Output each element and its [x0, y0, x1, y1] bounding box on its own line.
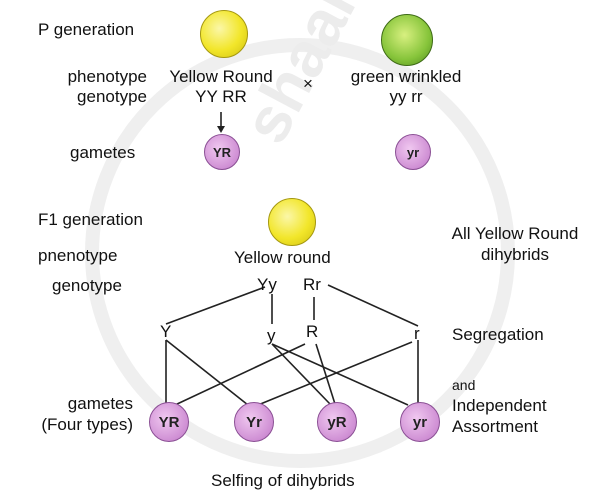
arrow-head: [217, 126, 225, 133]
segregation-label: Segregation: [452, 325, 544, 344]
four-types-label: (Four types): [41, 415, 133, 434]
line-R-to-yR: [315, 343, 336, 405]
allele-Y: Y: [160, 322, 172, 341]
f1-genotype-Rr: Rr: [303, 275, 321, 294]
genotype-label: genotype: [77, 87, 147, 106]
line-y-to-yr: [271, 343, 409, 406]
f1-genotype-Yy: Yy: [257, 275, 277, 294]
assortment-label: Assortment: [452, 417, 538, 436]
line-r-to-Yr: [257, 341, 413, 406]
f1-yellow-pea-icon: [268, 198, 316, 246]
line-yy-to-Y: [165, 286, 266, 325]
gamete-Yr: Yr: [234, 402, 274, 442]
line-rr-to-r: [327, 284, 419, 327]
green-wrinkled-pea-icon: [381, 14, 433, 66]
gamete-yr-parent: yr: [395, 134, 431, 170]
yellow-round-genotype: YY RR: [195, 87, 247, 106]
green-wrinkled-phenotype: green wrinkled: [350, 67, 462, 86]
line-Y-to-Yr: [165, 339, 249, 406]
independent-label: Independent: [452, 396, 547, 415]
allele-r: r: [414, 324, 420, 343]
green-wrinkled-genotype: yy rr: [389, 87, 423, 106]
allele-y: y: [267, 326, 276, 345]
f1-note-line1: All Yellow Round: [451, 224, 579, 243]
phenotype-label: phenotype: [67, 67, 147, 86]
yellow-pea-icon: [200, 10, 248, 58]
gamete-YR: YR: [149, 402, 189, 442]
gametes-four-label: gametes: [67, 394, 133, 413]
f1-phenotype: Yellow round: [234, 248, 331, 267]
f1-phenotype-label: pnenotype: [38, 246, 118, 265]
gametes-label: gametes: [70, 143, 136, 162]
f1-genotype-label: genotype: [52, 276, 122, 295]
caption: Selfing of dihybrids: [211, 471, 355, 490]
gamete-yr: yr: [400, 402, 440, 442]
line-y-to-yR: [271, 343, 331, 405]
p-generation-label: P generation: [38, 20, 135, 39]
gamete-YR-parent: YR: [204, 134, 240, 170]
and-label: and: [452, 377, 476, 393]
f1-note-line2: dihybrids: [480, 245, 550, 264]
gamete-yR: yR: [317, 402, 357, 442]
allele-R: R: [306, 322, 319, 341]
f1-generation-label: F1 generation: [38, 210, 143, 229]
cross-symbol: ×: [303, 74, 313, 93]
yellow-round-phenotype: Yellow Round: [169, 67, 273, 86]
line-R-to-YR: [174, 343, 306, 406]
